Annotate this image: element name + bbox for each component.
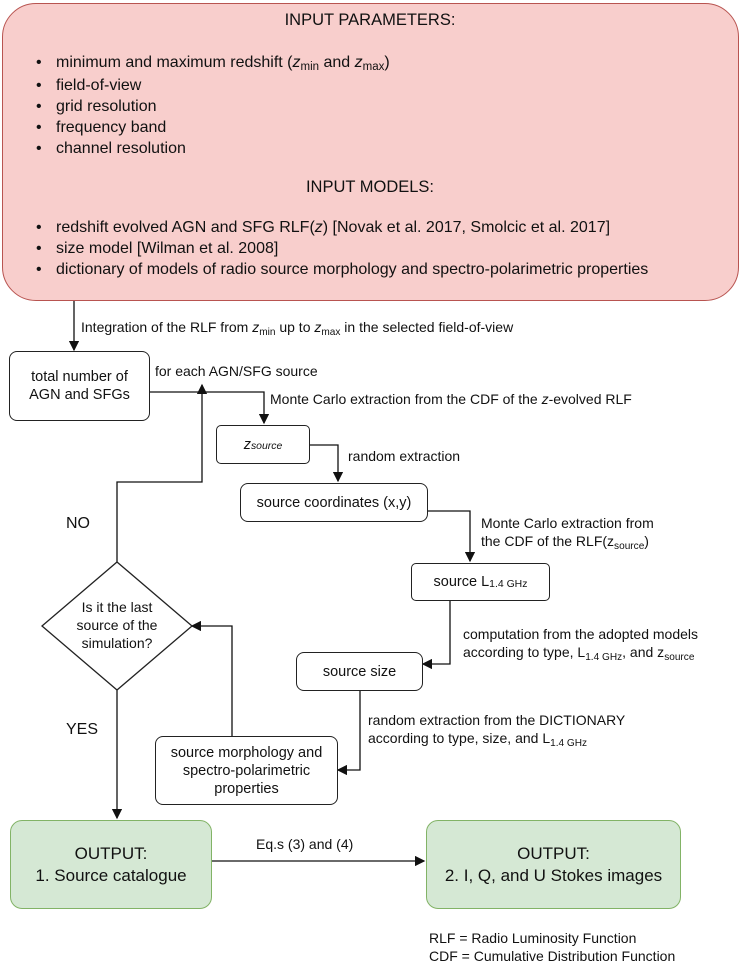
- label-integration: Integration of the RLF from zmin up to z…: [81, 319, 514, 338]
- label-eqs: Eq.s (3) and (4): [256, 836, 354, 852]
- decision-diamond: [40, 561, 194, 691]
- node-morphology: source morphology and spectro-polarimetr…: [155, 736, 338, 805]
- input-parameters-list: minimum and maximum redshift (zmin and z…: [32, 52, 390, 159]
- param-redshift: minimum and maximum redshift (zmin and z…: [32, 52, 390, 75]
- edge-decision-no: [116, 383, 208, 562]
- edge-zsource-to-coords: [310, 444, 344, 483]
- label-no: NO: [66, 515, 90, 532]
- model-size: size model [Wilman et al. 2008]: [32, 238, 648, 259]
- model-rlf: redshift evolved AGN and SFG RLF(z) [Nov…: [32, 217, 648, 238]
- node-coordinates: source coordinates (x,y): [240, 483, 428, 522]
- input-parameters-title: INPUT PARAMETERS:: [284, 11, 456, 29]
- input-models-list: redshift evolved AGN and SFG RLF(z) [Nov…: [32, 217, 648, 280]
- node-output-catalogue: OUTPUT: 1. Source catalogue: [10, 820, 212, 909]
- input-models-title: INPUT MODELS:: [305, 178, 435, 196]
- decision-text: Is it the last source of the simulation?: [76, 599, 158, 651]
- node-output-stokes: OUTPUT: 2. I, Q, and U Stokes images: [426, 820, 681, 909]
- edge-total-to-zsource: [150, 391, 270, 425]
- legend: RLF = Radio Luminosity Function CDF = Cu…: [429, 930, 676, 964]
- node-size: source size: [296, 652, 423, 691]
- label-random-extraction: random extraction: [348, 448, 461, 464]
- param-grid: grid resolution: [32, 96, 390, 117]
- param-band: frequency band: [32, 117, 390, 138]
- edge-lum-to-size: [421, 601, 451, 670]
- param-fov: field-of-view: [32, 75, 390, 96]
- edge-morph-to-decision: [190, 620, 233, 736]
- label-monte-carlo-1: Monte Carlo extraction from the CDF of t…: [270, 391, 632, 407]
- label-for-each-source: for each AGN/SFG source: [155, 363, 318, 379]
- node-total-number: total number of AGN and SFGs: [9, 351, 150, 421]
- model-dictionary: dictionary of models of radio source mor…: [32, 259, 648, 280]
- edge-coords-to-lum: [428, 510, 476, 563]
- label-yes: YES: [66, 721, 99, 738]
- edge-size-to-morph: [336, 691, 361, 776]
- param-channel: channel resolution: [32, 138, 390, 159]
